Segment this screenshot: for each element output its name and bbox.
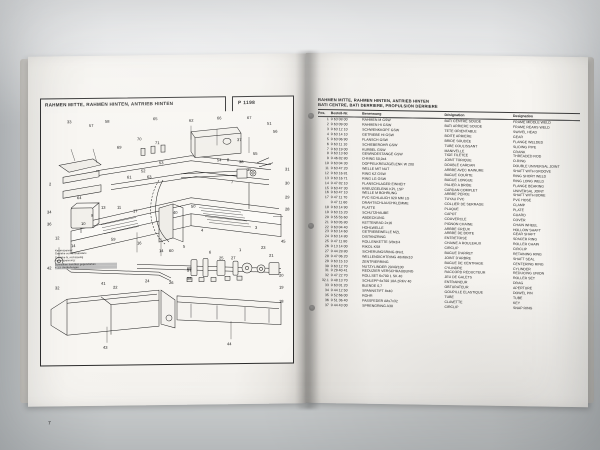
cell-de: SPRENGRING A30 bbox=[362, 303, 393, 308]
svg-text:22: 22 bbox=[113, 285, 118, 290]
chain-tensioner-note: Kettenspanner: Getriebe vorwärts/abwärts… bbox=[55, 249, 117, 276]
svg-text:64: 64 bbox=[77, 195, 82, 200]
svg-text:57: 57 bbox=[187, 268, 192, 273]
svg-text:26: 26 bbox=[169, 280, 174, 285]
svg-text:6: 6 bbox=[209, 249, 212, 254]
svg-text:7: 7 bbox=[231, 179, 234, 184]
cell-order: 0 44 43 00 bbox=[330, 302, 348, 307]
svg-text:14: 14 bbox=[71, 243, 76, 248]
svg-text:60: 60 bbox=[169, 248, 174, 253]
svg-text:12: 12 bbox=[55, 235, 60, 240]
svg-text:9: 9 bbox=[91, 213, 94, 218]
svg-text:18: 18 bbox=[279, 299, 284, 304]
svg-text:52: 52 bbox=[141, 168, 146, 173]
svg-text:24: 24 bbox=[145, 278, 150, 283]
svg-text:63: 63 bbox=[147, 174, 152, 179]
svg-text:30: 30 bbox=[285, 180, 290, 185]
svg-text:11: 11 bbox=[117, 205, 122, 210]
svg-text:70: 70 bbox=[137, 136, 142, 141]
svg-text:5: 5 bbox=[183, 244, 186, 249]
svg-text:61: 61 bbox=[127, 174, 132, 179]
svg-text:69: 69 bbox=[117, 145, 122, 150]
svg-text:45: 45 bbox=[281, 239, 286, 244]
svg-text:37: 37 bbox=[237, 137, 242, 142]
svg-text:36: 36 bbox=[47, 221, 52, 226]
svg-text:13: 13 bbox=[101, 205, 106, 210]
svg-text:40: 40 bbox=[173, 210, 178, 215]
svg-text:68: 68 bbox=[187, 266, 192, 271]
svg-text:2: 2 bbox=[49, 181, 52, 186]
figure-number: P 1198 bbox=[238, 100, 256, 106]
parts-list-table: Pos. Bestell-Nr. Benennung Désignation D… bbox=[318, 110, 580, 311]
svg-text:23: 23 bbox=[261, 245, 266, 250]
svg-text:54: 54 bbox=[217, 157, 222, 162]
svg-text:33: 33 bbox=[67, 119, 72, 124]
left-page: RAHMEN MITTE, RAHMEN HINTEN, ANTRIEB HIN… bbox=[28, 53, 306, 426]
svg-text:41: 41 bbox=[101, 281, 106, 286]
svg-text:32: 32 bbox=[55, 285, 60, 290]
right-page: RAHMEN MITTE, RAHMEN HINTEN, ANTRIEB HIN… bbox=[306, 52, 588, 408]
svg-text:56: 56 bbox=[273, 129, 278, 134]
svg-text:59: 59 bbox=[111, 237, 116, 242]
svg-text:57: 57 bbox=[89, 123, 94, 128]
svg-text:44: 44 bbox=[227, 341, 232, 346]
svg-text:17: 17 bbox=[133, 208, 138, 213]
cell-en: SNAP RING bbox=[513, 305, 533, 310]
svg-text:14: 14 bbox=[159, 248, 164, 253]
figure-title: RAHMEN MITTE, RAHMEN HINTEN, ANTRIEB HIN… bbox=[45, 100, 174, 108]
svg-text:71: 71 bbox=[155, 140, 160, 145]
svg-text:38: 38 bbox=[239, 159, 244, 164]
svg-text:3: 3 bbox=[255, 225, 258, 230]
svg-text:35: 35 bbox=[247, 167, 252, 172]
svg-text:27: 27 bbox=[231, 255, 236, 260]
svg-text:65: 65 bbox=[153, 116, 158, 121]
svg-text:31: 31 bbox=[285, 166, 290, 171]
svg-text:53: 53 bbox=[159, 160, 164, 165]
binder-hole-dot bbox=[308, 222, 314, 229]
svg-text:28: 28 bbox=[285, 206, 290, 211]
binder-hole-dot bbox=[309, 304, 315, 311]
svg-text:8: 8 bbox=[227, 157, 230, 162]
svg-text:66: 66 bbox=[217, 115, 222, 120]
open-book: RAHMEN MITTE, RAHMEN HINTEN, ANTRIEB HIN… bbox=[20, 51, 594, 426]
svg-text:67: 67 bbox=[247, 115, 252, 120]
svg-text:19: 19 bbox=[279, 285, 284, 290]
binder-hole-dot bbox=[308, 112, 314, 119]
svg-text:20: 20 bbox=[279, 273, 284, 278]
svg-text:1: 1 bbox=[239, 247, 242, 252]
svg-text:50: 50 bbox=[191, 204, 196, 209]
svg-text:62: 62 bbox=[189, 118, 194, 123]
svg-text:16: 16 bbox=[137, 240, 142, 245]
note-line-6: + 1,5 Umdrehungen bbox=[55, 265, 117, 270]
svg-text:4: 4 bbox=[201, 228, 204, 233]
svg-text:10: 10 bbox=[81, 221, 86, 226]
svg-text:43: 43 bbox=[103, 345, 108, 350]
svg-text:29: 29 bbox=[285, 194, 290, 199]
cell-pos: 37 bbox=[324, 302, 329, 307]
svg-text:51: 51 bbox=[267, 121, 272, 126]
svg-text:42: 42 bbox=[47, 265, 52, 270]
cell-fr: CIRCLIP bbox=[444, 304, 459, 309]
page-folio: 7 bbox=[48, 420, 51, 427]
svg-text:34: 34 bbox=[47, 209, 52, 214]
svg-text:21: 21 bbox=[269, 253, 274, 258]
svg-text:55: 55 bbox=[253, 151, 258, 156]
svg-text:25: 25 bbox=[219, 255, 224, 260]
svg-text:58: 58 bbox=[105, 119, 110, 124]
svg-text:58: 58 bbox=[187, 276, 192, 281]
